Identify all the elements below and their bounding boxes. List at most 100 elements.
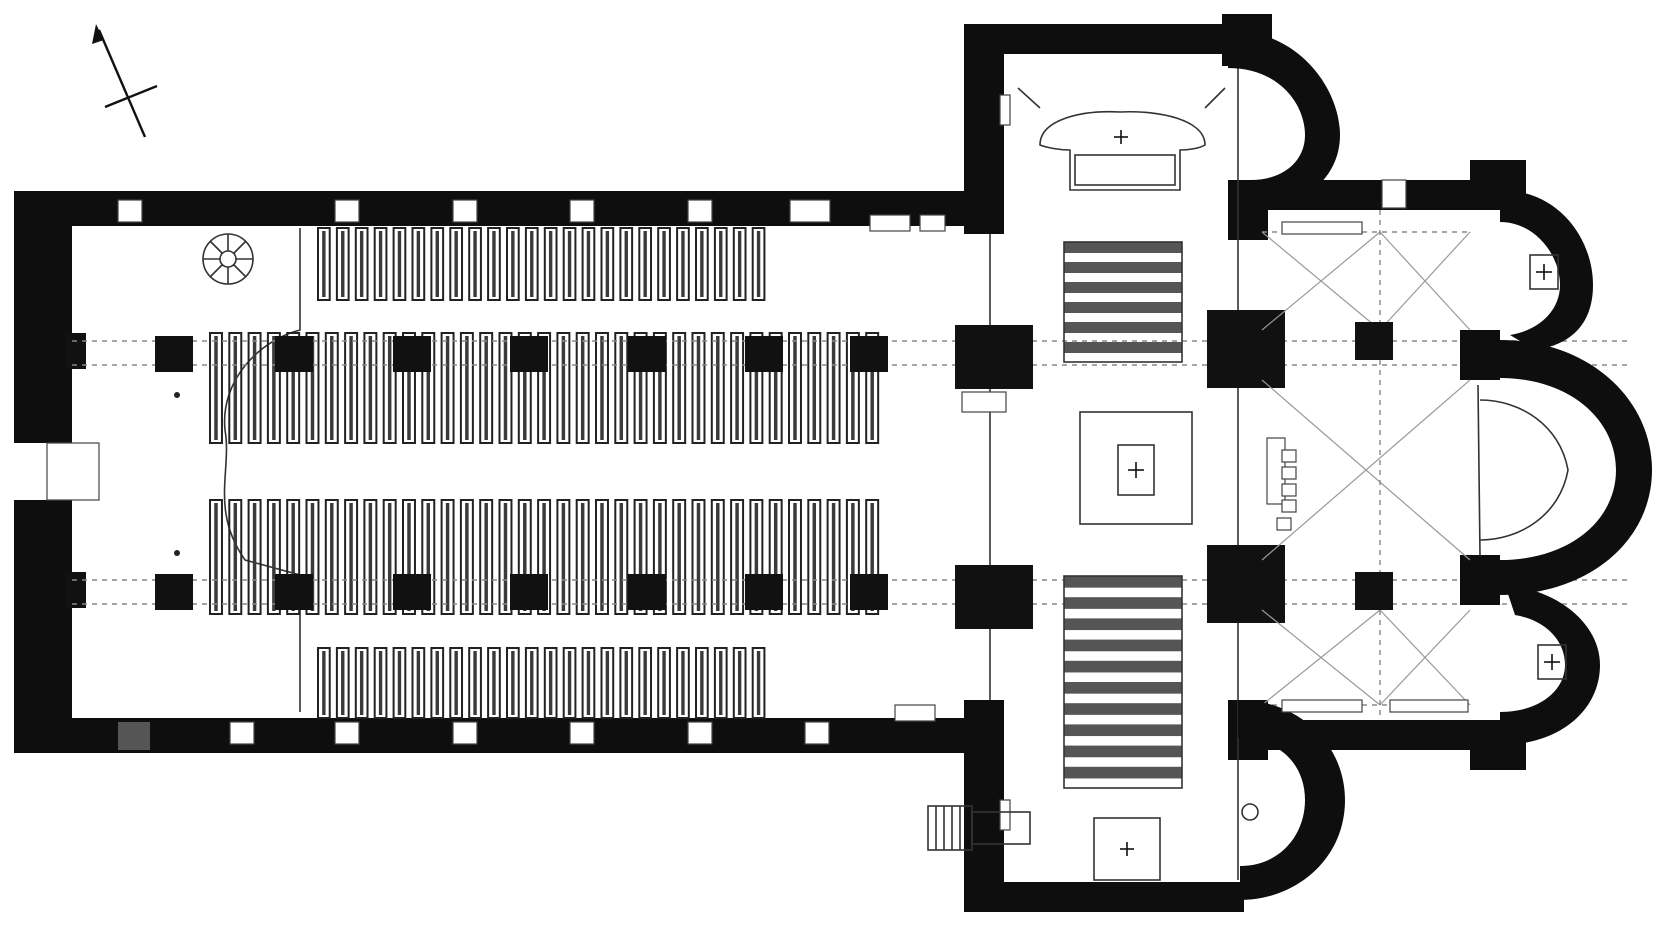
pew [324,332,339,444]
nave-pier [850,336,888,372]
pew-seat [542,503,546,611]
pew [713,647,728,719]
nave-pier [745,336,783,372]
pew-seat [542,336,546,440]
pew [556,499,571,615]
pew [382,332,397,444]
pew [865,499,880,615]
nave-pier [510,574,548,610]
pew [209,499,223,615]
pew-seat [561,336,566,440]
pew [421,332,436,444]
pew [324,499,339,615]
pew [562,227,577,301]
pew-seat [851,503,855,611]
pew-seat [530,231,534,297]
side-apse-altar [1537,644,1567,680]
font-basin [1241,803,1259,821]
pew [228,332,243,444]
stair-step [1064,618,1182,631]
pew-seat [291,336,295,440]
stair-south [1063,575,1183,789]
pew-seat [387,336,392,440]
crossing-pier [1207,545,1285,623]
pew [487,227,501,301]
pew [619,227,634,301]
pew-seat [831,336,836,440]
pew [402,499,416,615]
pew-seat [756,231,761,297]
pew-seat [624,231,628,297]
pew-seat [754,336,759,440]
pew-seat [696,336,701,440]
pew [826,499,841,615]
stair-outline [1063,241,1183,363]
pew [402,332,416,444]
pew-seat [567,231,572,297]
crossing-pier [955,325,1033,389]
pew [652,332,667,444]
east-apse-north [1500,190,1593,350]
pew-seat [272,503,276,611]
pew [354,647,369,719]
pew-seat [681,651,685,715]
pew-seat [378,231,383,297]
pew [506,227,520,301]
pilaster [66,333,86,369]
pew-seat [291,503,295,611]
pew-seat [252,336,257,440]
pew [575,332,590,444]
crossing-pier [1207,310,1285,388]
pew-seat [600,336,604,440]
pew-seat [322,651,326,715]
pew-seat [484,336,488,440]
pew [382,499,397,615]
pew-seat [643,231,647,297]
pew-seat [851,336,855,440]
pew-seat [445,336,450,440]
choir-pier [1355,322,1393,360]
pew [228,499,243,615]
stair-north [1063,241,1183,363]
pew-seat [233,336,238,440]
nave-pier [393,574,431,610]
pew [672,332,687,444]
pew-seat [359,651,364,715]
pew [468,647,482,719]
choir-pier [1355,572,1393,610]
pew-seat [341,231,345,297]
pew-seat [567,651,572,715]
pew [524,227,539,301]
pew [732,227,747,301]
pew-seat [681,231,685,297]
pew-seat [600,503,604,611]
pew [421,499,436,615]
pew-seat [658,503,662,611]
pew [392,227,407,301]
south-apse [1238,700,1345,900]
pew [751,647,766,719]
pew [506,647,520,719]
pew [411,647,426,719]
pew [595,499,609,615]
pew [845,499,860,615]
pew [430,647,445,719]
pulpit [961,391,1007,413]
pew [459,499,474,615]
pew-seat [619,503,624,611]
stair-step [1064,639,1182,652]
pew [845,332,860,444]
pew-seat [310,336,315,440]
main-apse-altar [1477,384,1569,556]
pew-seat [756,651,761,715]
stair-step [1064,576,1182,588]
pew-seat [426,503,431,611]
pew-seat [638,503,643,611]
nave-windows-south [118,704,936,750]
pew-seat [619,336,624,440]
pew-seat [580,503,585,611]
pew [517,332,532,444]
pew-seat [214,336,218,440]
pew [209,332,223,444]
pew-seat [793,503,797,611]
